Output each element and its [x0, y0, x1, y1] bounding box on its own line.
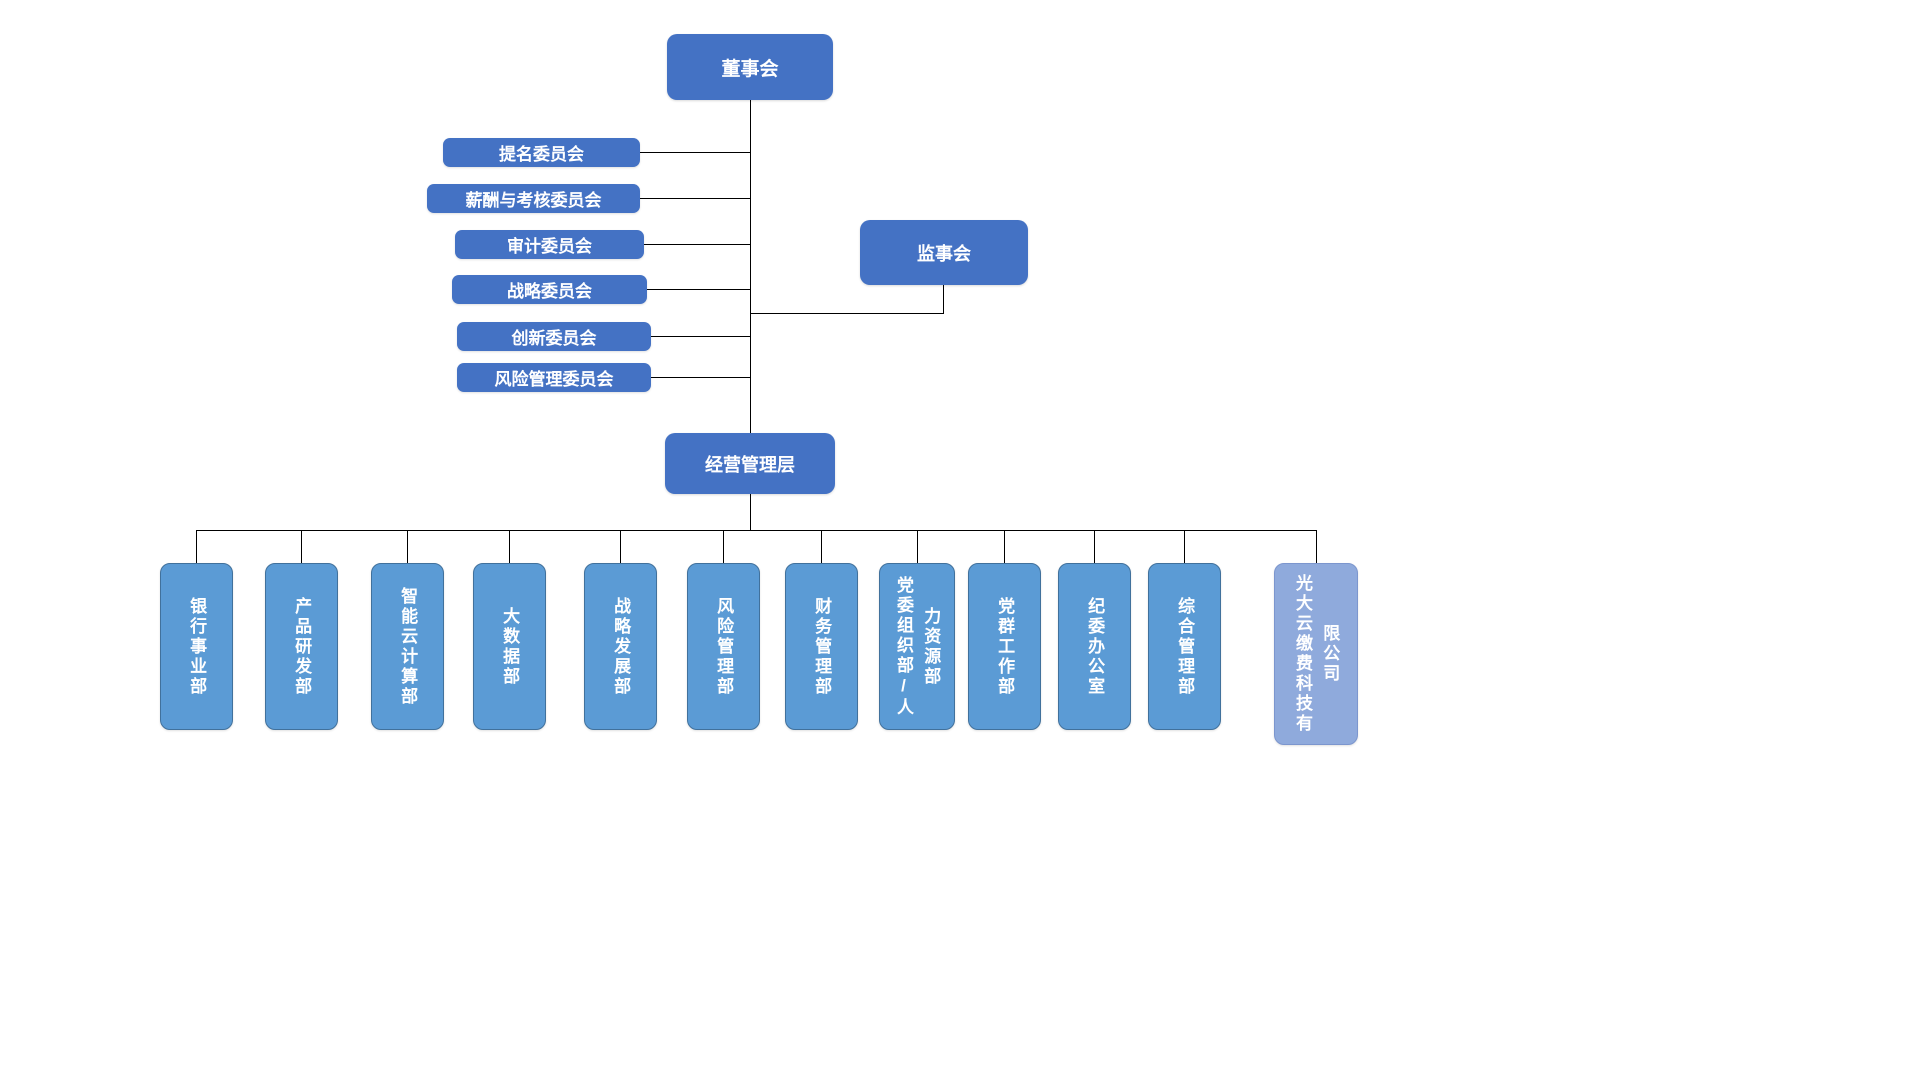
connector-line-innovation	[600, 336, 750, 337]
org-node-dept-strategic-development: 战略发展部	[584, 563, 657, 730]
org-node-dept-party-org-hr: 党委组织部/人力资源部	[879, 563, 955, 730]
committee-label: 创新委员会	[511, 329, 597, 348]
org-node-subsidiary-company: 光大云缴费科技有限公司	[1274, 563, 1358, 745]
committee-label: 战略委员会	[507, 282, 592, 301]
connector-trunk-line	[750, 100, 751, 433]
committee-label: 风险管理委员会	[494, 370, 614, 389]
org-node-management-label: 经营管理层	[705, 454, 795, 475]
org-node-supervisory-board: 监事会	[860, 220, 1028, 285]
connector-drop-line	[196, 530, 197, 563]
connector-line-supervisory-horizontal	[750, 313, 944, 314]
org-node-dept-financial-management: 财务管理部	[785, 563, 858, 730]
dept-label: 智能云计算部	[398, 586, 418, 707]
org-node-dept-banking: 银行事业部	[160, 563, 233, 730]
dept-label: 党委组织部/人力资源部	[894, 575, 941, 718]
dept-label: 综合管理部	[1175, 596, 1195, 697]
connector-drop-line	[723, 530, 724, 563]
connector-line-nomination	[600, 152, 750, 153]
connector-drop-line	[917, 530, 918, 563]
connector-drop-line	[1094, 530, 1095, 563]
committee-label: 薪酬与考核委员会	[465, 191, 602, 210]
org-node-committee-innovation: 创新委员会	[457, 322, 651, 351]
connector-line-strategy-committee	[600, 289, 750, 290]
org-node-board: 董事会	[667, 34, 833, 100]
dept-label: 财务管理部	[812, 596, 832, 697]
connector-drop-line	[301, 530, 302, 563]
org-node-committee-strategy: 战略委员会	[452, 275, 647, 304]
dept-label: 战略发展部	[611, 596, 631, 697]
connector-drop-line	[1184, 530, 1185, 563]
committee-label: 审计委员会	[507, 237, 592, 256]
org-node-committee-risk-management: 风险管理委员会	[457, 363, 651, 392]
org-node-committee-remuneration-appraisal: 薪酬与考核委员会	[427, 184, 640, 213]
org-node-dept-big-data: 大数据部	[473, 563, 546, 730]
org-node-supervisory-label: 监事会	[917, 243, 971, 264]
org-node-dept-cloud-computing: 智能云计算部	[371, 563, 444, 730]
org-node-dept-product-rd: 产品研发部	[265, 563, 338, 730]
connector-drop-line	[821, 530, 822, 563]
connector-stem-line	[750, 494, 751, 530]
dept-label: 光大云缴费科技有限公司	[1293, 574, 1340, 734]
connector-bus-line	[196, 530, 1316, 531]
org-node-dept-general-management: 综合管理部	[1148, 563, 1221, 730]
dept-label: 产品研发部	[292, 596, 312, 697]
connector-drop-line	[1316, 530, 1317, 563]
connector-drop-line	[620, 530, 621, 563]
org-node-dept-risk-management: 风险管理部	[687, 563, 760, 730]
org-node-dept-party-masses-work: 党群工作部	[968, 563, 1041, 730]
org-node-committee-nomination: 提名委员会	[443, 138, 640, 167]
dept-label: 党群工作部	[995, 596, 1015, 697]
org-node-dept-discipline-office: 纪委办公室	[1058, 563, 1131, 730]
org-node-management-layer: 经营管理层	[665, 433, 835, 494]
connector-drop-line	[1004, 530, 1005, 563]
connector-drop-line	[509, 530, 510, 563]
connector-line-supervisory-vertical	[943, 285, 944, 314]
connector-drop-line	[407, 530, 408, 563]
connector-line-remuneration	[600, 198, 750, 199]
connector-line-audit	[600, 244, 750, 245]
dept-label: 银行事业部	[187, 596, 207, 697]
connector-line-risk-committee	[600, 377, 750, 378]
committee-label: 提名委员会	[499, 145, 584, 164]
org-node-committee-audit: 审计委员会	[455, 230, 644, 259]
dept-label: 风险管理部	[714, 596, 734, 697]
dept-label: 纪委办公室	[1085, 596, 1105, 697]
dept-label: 大数据部	[500, 606, 520, 687]
org-node-board-label: 董事会	[721, 58, 779, 80]
